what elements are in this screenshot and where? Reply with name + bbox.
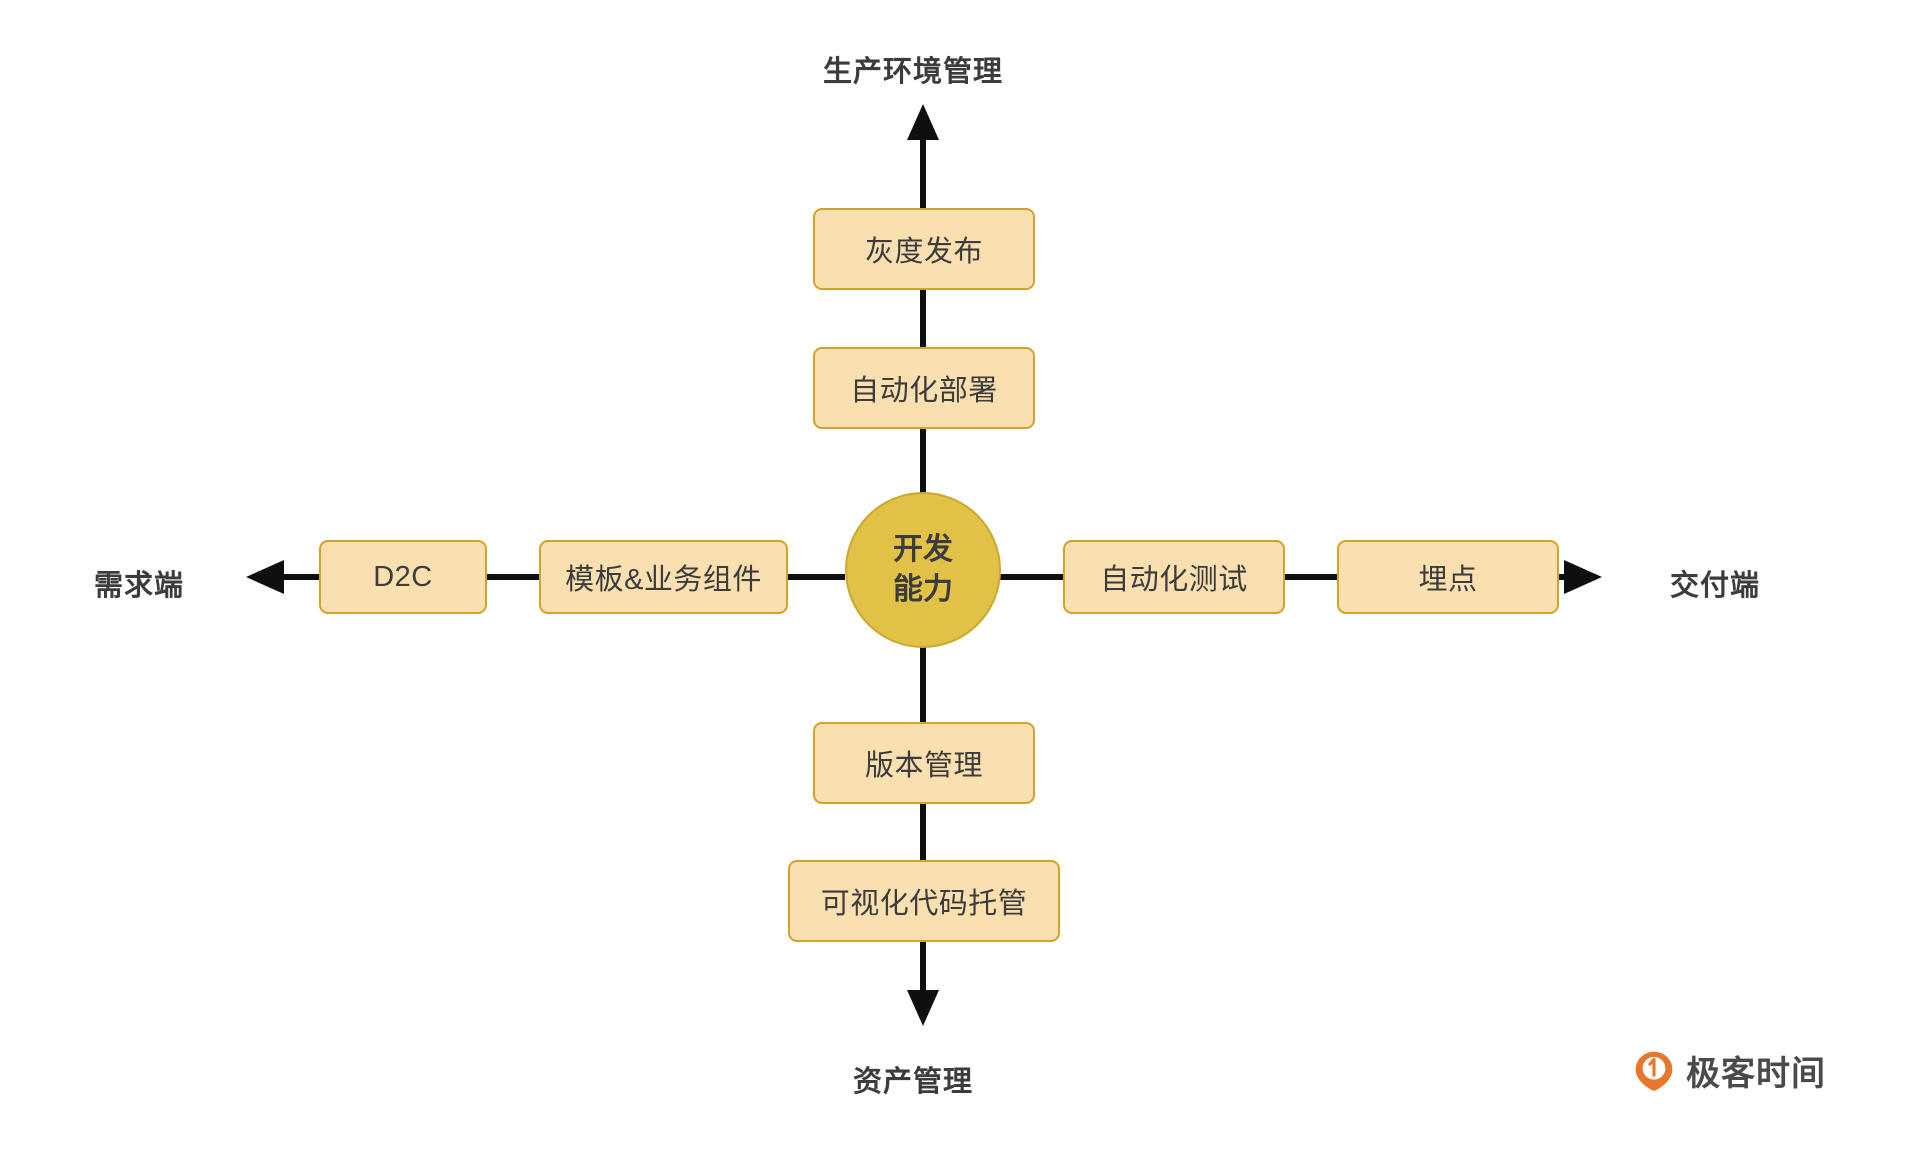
node-top-2[interactable]: 自动化部署 xyxy=(813,347,1035,429)
node-top-1[interactable]: 灰度发布 xyxy=(813,208,1035,290)
axis-label-bottom: 资产管理 xyxy=(853,1066,974,1098)
node-label: 模板&业务组件 xyxy=(565,564,762,596)
logo-wordmark: 极客时间 xyxy=(1686,1055,1826,1093)
node-bottom-1[interactable]: 版本管理 xyxy=(813,722,1035,804)
geek-pin-icon xyxy=(1635,1051,1673,1091)
node-left-2[interactable]: D2C xyxy=(319,540,487,614)
node-label: 可视化代码托管 xyxy=(820,888,1028,920)
node-label: 自动化部署 xyxy=(850,375,998,407)
axis-label-top: 生产环境管理 xyxy=(823,56,1004,88)
node-left-1[interactable]: 模板&业务组件 xyxy=(539,540,788,614)
node-right-2[interactable]: 埋点 xyxy=(1337,540,1559,614)
node-label: 埋点 xyxy=(1418,564,1478,596)
node-label: 灰度发布 xyxy=(864,236,983,268)
axis-label-right: 交付端 xyxy=(1670,570,1761,602)
node-bottom-2[interactable]: 可视化代码托管 xyxy=(788,860,1060,942)
node-right-1[interactable]: 自动化测试 xyxy=(1063,540,1285,614)
node-label: D2C xyxy=(373,560,433,593)
node-label: 版本管理 xyxy=(864,750,983,782)
hub-label-line-2: 能力 xyxy=(893,573,953,606)
node-label: 自动化测试 xyxy=(1100,564,1248,596)
geekbang-logo: 极客时间 xyxy=(1632,1046,1826,1095)
axis-label-left: 需求端 xyxy=(94,570,185,602)
hub-label-line-1: 开发 xyxy=(893,532,953,566)
hub-development-capability[interactable]: 开发 能力 xyxy=(845,492,1001,648)
